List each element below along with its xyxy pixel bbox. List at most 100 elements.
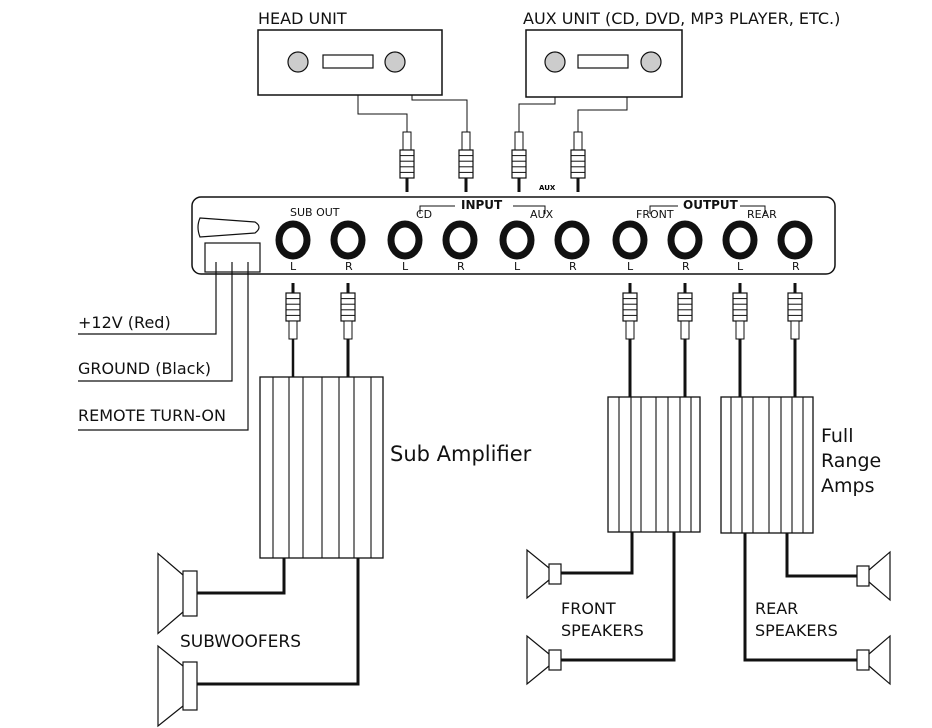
aux-unit-wire-right [577, 97, 628, 132]
front-amplifier [607, 396, 701, 533]
speaker-magnet [856, 649, 870, 671]
speaker-cone [526, 634, 550, 686]
jack-label-4: R [457, 260, 465, 273]
rca-jack-1 [275, 220, 311, 260]
plus12v-wire [78, 262, 217, 335]
plug-body [732, 292, 748, 322]
speaker-magnet [548, 563, 562, 585]
rear-label: REAR [747, 208, 777, 221]
rear-amplifier [720, 396, 814, 534]
rear-speakers-label-1: REAR [755, 599, 798, 618]
full-range-label-2: Range [821, 450, 881, 472]
jack-label-10: R [792, 260, 800, 273]
input-rca-plug-3 [511, 131, 527, 192]
plug-collar [735, 320, 745, 340]
cd-label: CD [416, 208, 432, 221]
speaker-cone [157, 552, 184, 635]
input-rca-plug-1 [399, 131, 415, 192]
full-range-plug-1 [622, 283, 638, 340]
rear-speakers-label-2: SPEAKERS [755, 621, 838, 640]
rca-jack-3 [387, 220, 423, 260]
plug-collar [573, 131, 583, 151]
jack-label-5: L [514, 260, 521, 273]
output-label: OUTPUT [683, 198, 739, 212]
plug-collar [402, 131, 412, 151]
plug-body [677, 292, 693, 322]
aux-unit-knob-right [640, 51, 662, 73]
rca-jack-2 [330, 220, 366, 260]
plug-body [787, 292, 803, 322]
full-range-plug-3 [732, 283, 748, 340]
output-bracket [649, 205, 766, 214]
speaker-magnet [182, 661, 198, 711]
full-range-label-1: Full [821, 425, 854, 447]
remote-turn-on-label: REMOTE TURN-ON [78, 406, 226, 425]
front-speaker-2-cable [560, 532, 676, 662]
jack-label-9: L [737, 260, 744, 273]
front-speakers-label-2: SPEAKERS [561, 621, 644, 640]
sub-out-label: SUB OUT [290, 206, 340, 219]
speaker-cone [526, 548, 550, 600]
plug-collar [343, 320, 353, 340]
speaker-magnet [548, 649, 562, 671]
front-speaker-1-cable [561, 532, 634, 575]
rear-speaker-2-cable [743, 533, 857, 662]
plug-body [622, 292, 638, 322]
input-label: INPUT [461, 198, 503, 212]
head-unit-display [322, 54, 374, 69]
sub-amplifier-label: Sub Amplifier [390, 442, 532, 466]
jack-label-2: R [345, 260, 353, 273]
subwoofer-1 [157, 552, 198, 635]
input-rca-plug-4 [570, 131, 586, 192]
jack-label-8: R [682, 260, 690, 273]
plug-collar [461, 131, 471, 151]
plug-collar [625, 320, 635, 340]
rca-jack-9 [722, 220, 758, 260]
head-unit-wire-right [411, 95, 468, 132]
subwoofer-2 [157, 644, 198, 728]
aux-unit-label: AUX UNIT (CD, DVD, MP3 PLAYER, ETC.) [523, 9, 840, 28]
speaker-cone [868, 550, 891, 602]
subwoofers-label: SUBWOOFERS [180, 632, 301, 652]
subwoofer-1-cable [197, 558, 286, 595]
speaker-magnet [856, 565, 870, 587]
jack-label-1: L [290, 260, 297, 273]
speaker-cone [868, 634, 891, 686]
aux-plug-tag: AUX [539, 184, 556, 192]
sub-out-plug-2 [340, 283, 356, 340]
rear-speaker-1 [856, 550, 891, 602]
speaker-cone [157, 644, 184, 728]
head-unit-wire-left [357, 95, 408, 132]
rear-speaker-2 [856, 634, 891, 686]
plug-body [570, 149, 586, 179]
plug-collar [680, 320, 690, 340]
panel-slot [197, 217, 260, 238]
subwoofer-2-cable [197, 558, 360, 686]
jack-label-6: R [569, 260, 577, 273]
aux-unit-knob-left [544, 51, 566, 73]
front-speaker-1 [526, 548, 562, 600]
plug-body [340, 292, 356, 322]
aux-unit-wire-left [518, 97, 556, 132]
rca-jack-8 [667, 220, 703, 260]
input-bracket [419, 205, 546, 214]
front-label: FRONT [636, 208, 674, 221]
head-unit-knob-right [384, 51, 406, 73]
plug-body [399, 149, 415, 179]
ground-label: GROUND (Black) [78, 359, 211, 378]
front-speaker-2 [526, 634, 562, 686]
plug-body [285, 292, 301, 322]
full-range-label-3: Amps [821, 475, 874, 497]
plug-collar [790, 320, 800, 340]
full-range-plug-4 [787, 283, 803, 340]
aux-unit-display [577, 54, 629, 69]
plus12v-label: +12V (Red) [78, 313, 171, 332]
sub-out-plug-1 [285, 283, 301, 340]
input-rca-plug-2 [458, 131, 474, 192]
aux-label: AUX [530, 208, 554, 221]
head-unit-knob-left [287, 51, 309, 73]
rca-jack-10 [777, 220, 813, 260]
jack-label-3: L [402, 260, 409, 273]
plug-collar [514, 131, 524, 151]
remote-wire [78, 262, 249, 431]
